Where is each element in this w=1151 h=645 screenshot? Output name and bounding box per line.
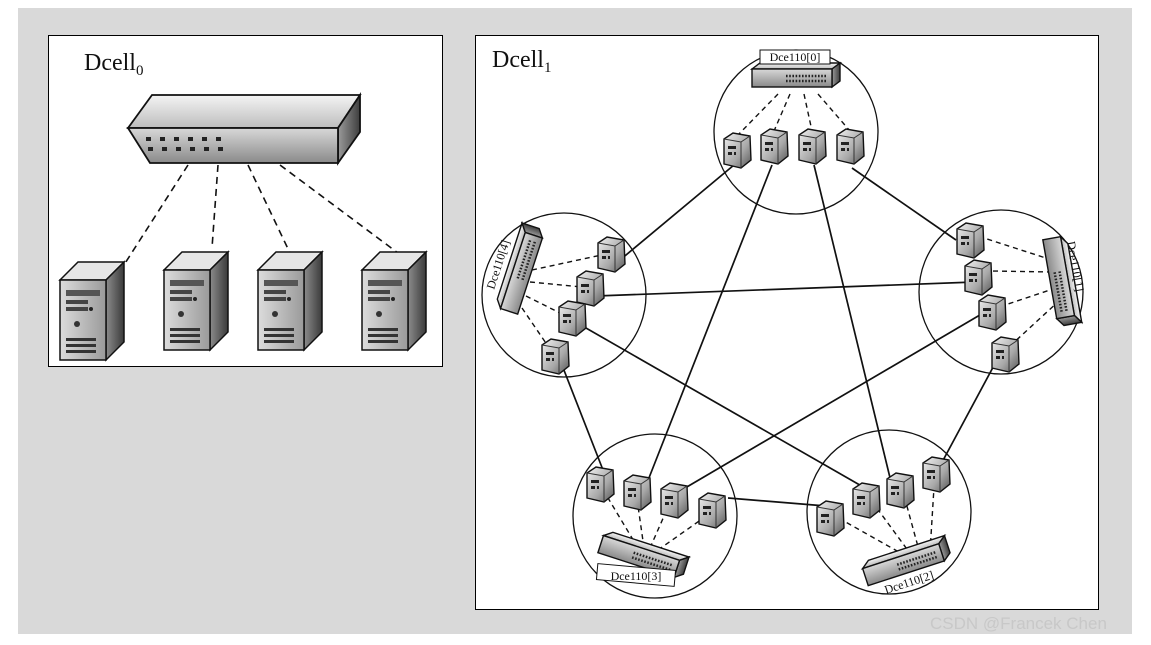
link-0-2 xyxy=(813,164,893,487)
subcell-circle-2 xyxy=(806,429,972,595)
dcell0-link-1 xyxy=(121,164,189,269)
link-1-2 xyxy=(939,357,999,467)
dcell0-server-3 xyxy=(257,251,323,351)
watermark: CSDN @Francek Chen xyxy=(930,614,1107,633)
link-4-1 xyxy=(595,281,976,297)
subcell0-servers xyxy=(723,128,865,169)
link-4-3 xyxy=(559,359,604,471)
link-1-3 xyxy=(679,311,986,492)
subcell-switch-label-0: Dce110[0] xyxy=(770,50,821,64)
dcell0-server-1 xyxy=(59,261,125,361)
subcell-switch-label-3: Dce110[3] xyxy=(611,569,662,583)
link-0-4 xyxy=(619,164,735,261)
link-4-2 xyxy=(571,319,866,489)
dcell0-link-4 xyxy=(279,164,399,254)
dcell1-title-subscript: 1 xyxy=(543,60,552,76)
dcell0-link-2 xyxy=(211,164,219,249)
subcell4-servers xyxy=(541,236,626,375)
dcell0-link-3 xyxy=(247,164,291,254)
dcell0-server-4 xyxy=(361,251,427,351)
subcell-circle-3 xyxy=(572,433,738,599)
dcell0-links xyxy=(121,164,399,269)
subcell1-servers xyxy=(956,222,1020,373)
subcell2-servers xyxy=(816,456,951,537)
dcell0-title: Dcell0 xyxy=(84,50,143,80)
dcell0-title-subscript: 0 xyxy=(135,63,144,79)
dcell1-title-main: Dcell xyxy=(492,47,544,73)
dcell0-title-main: Dcell xyxy=(84,50,136,76)
dcell0-server-2 xyxy=(163,251,229,351)
subcell-circle-1 xyxy=(918,209,1084,375)
link-0-1 xyxy=(851,167,957,241)
subcell-circles xyxy=(481,49,1084,599)
dcell0-switch xyxy=(126,92,362,166)
dcell1-title: Dcell1 xyxy=(492,47,551,77)
link-3-2 xyxy=(727,497,827,507)
subcell-switch-0 xyxy=(750,61,842,89)
link-0-3 xyxy=(644,164,773,489)
inter-cell-links xyxy=(559,164,999,507)
